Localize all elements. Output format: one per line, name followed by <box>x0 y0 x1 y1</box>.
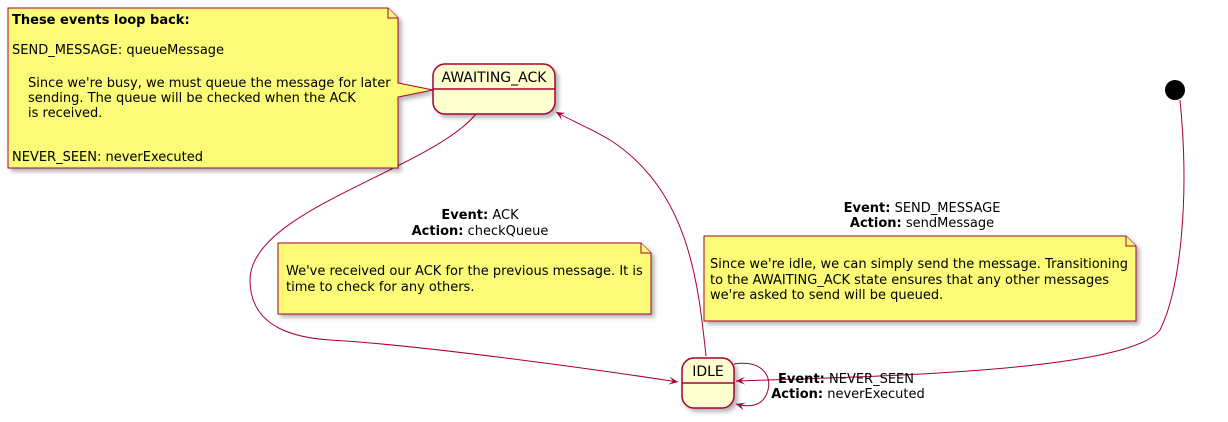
note-ack-line2: time to check for any others. <box>286 280 474 295</box>
state-awaiting-ack-label: AWAITING_ACK <box>442 70 548 86</box>
edge-label-ack-action: Action: checkQueue <box>412 224 549 239</box>
note-send-line2: to the AWAITING_ACK state ensures that a… <box>710 273 1109 288</box>
edge-start-to-idle <box>735 99 1185 385</box>
edge-idle-self-loop <box>733 362 770 411</box>
edge-label-never-action: Action: neverExecuted <box>771 387 924 402</box>
note-send-line3: we're asked to send will be queued. <box>710 288 943 303</box>
note-loop-back-line2: Since we're busy, we must queue the mess… <box>28 76 391 91</box>
note-loop-back-line3: sending. The queue will be checked when … <box>28 91 356 106</box>
note-send <box>703 235 1137 322</box>
state-awaiting-ack[interactable] <box>432 63 556 115</box>
note-loop-back-line4: is received. <box>28 106 102 121</box>
note-loop-back-line5: NEVER_SEEN: neverExecuted <box>12 150 203 165</box>
edge-label-ack-event: Event: ACK <box>441 208 519 223</box>
edge-label-never-event: Event: NEVER_SEEN <box>778 372 914 387</box>
edge-idle-to-awaiting <box>555 111 707 357</box>
note-send-line1: Since we're idle, we can simply send the… <box>710 257 1128 272</box>
note-loop-back-line1: SEND_MESSAGE: queueMessage <box>12 43 224 58</box>
edge-label-send-action: Action: sendMessage <box>850 216 994 231</box>
edge-awaiting-to-idle <box>249 113 679 385</box>
state-idle[interactable] <box>681 357 735 409</box>
edge-label-send-event: Event: SEND_MESSAGE <box>844 201 1001 216</box>
note-ack <box>277 242 652 315</box>
initial-state-dot <box>1165 80 1185 100</box>
note-loop-back-title: These events loop back: <box>12 13 190 28</box>
note-ack-line1: We've received our ACK for the previous … <box>286 264 643 279</box>
state-idle-label: IDLE <box>692 364 724 380</box>
